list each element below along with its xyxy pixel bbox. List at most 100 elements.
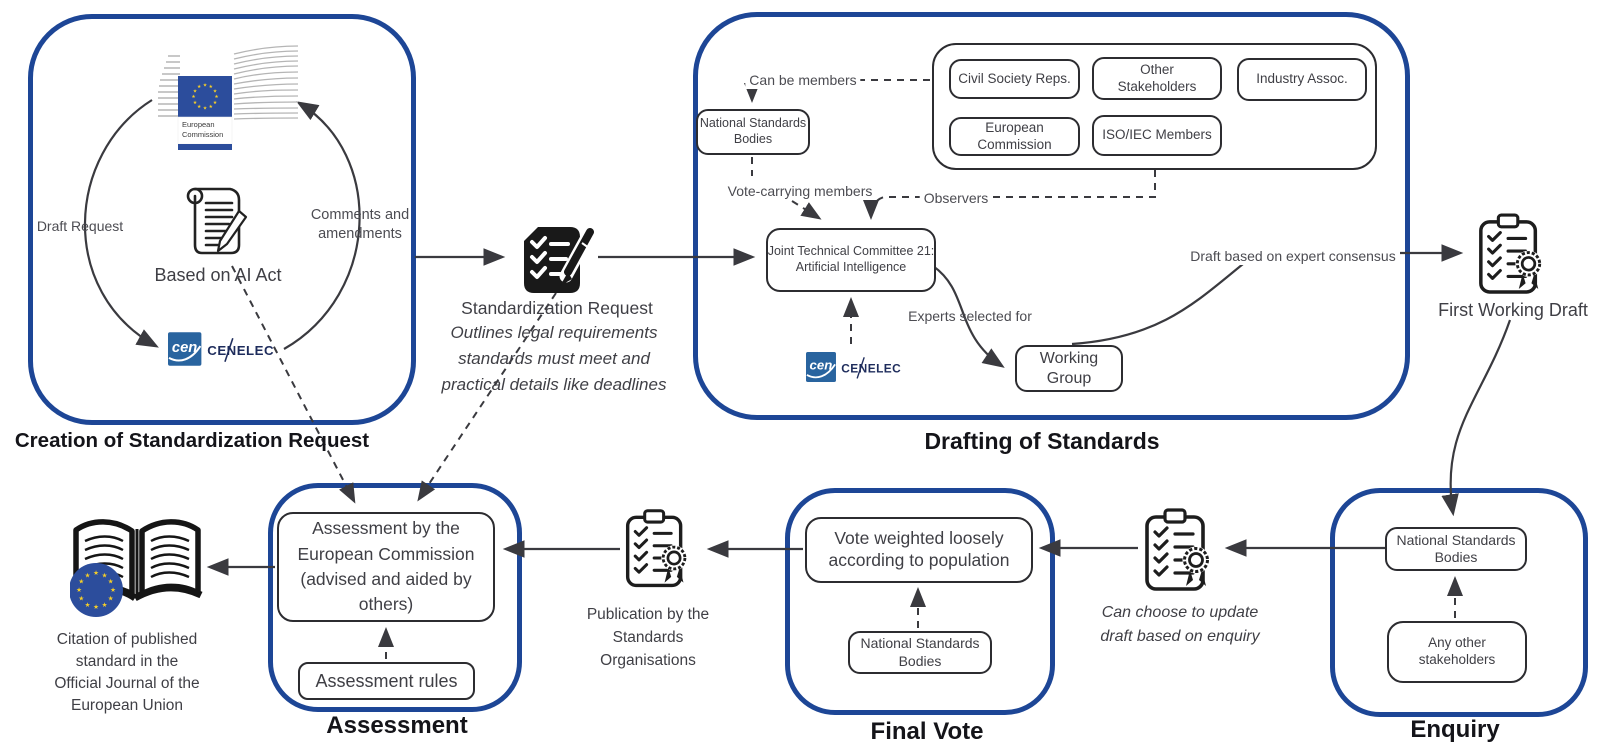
publication-label: Publication by the Standards Organisatio… — [587, 603, 709, 672]
vote-weighted-box: Vote weighted loosely according to popul… — [805, 517, 1033, 583]
svg-text:★: ★ — [78, 595, 84, 603]
note-line: Can choose to update — [1101, 604, 1259, 621]
text-line: Any other — [1428, 635, 1486, 651]
svg-text:★: ★ — [203, 106, 207, 112]
arrow-jtc-to-working-group — [932, 265, 1005, 368]
text-line: Joint Technical Committee 21: — [767, 244, 935, 259]
text-line: National Standards — [699, 116, 807, 131]
svg-text:★: ★ — [93, 603, 99, 611]
stage-final-vote-container — [785, 488, 1055, 715]
standardization-request-label: Standardization Request — [461, 298, 653, 318]
eu-emblem-stars: ★★★ ★★★ ★★★ ★★★ — [76, 569, 116, 611]
dashed-observers-to-jtc — [863, 170, 1156, 220]
open-book-icon: ★★★ ★★★ ★★★ ★★★ — [69, 514, 204, 622]
svg-text:★: ★ — [197, 84, 201, 90]
cen-cenelec-logo: cen CENELEC — [168, 330, 276, 368]
svg-text:★: ★ — [85, 601, 91, 609]
label-line: Publication by the — [586, 606, 710, 623]
jtc21-box: Joint Technical Committee 21: Artificial… — [766, 228, 936, 292]
arrow-ec-to-cen-cycle — [84, 99, 159, 348]
member-group-container: Civil Society Reps. Other Stakeholders I… — [932, 43, 1377, 170]
consensus-label: Draft based on expert consensus — [1186, 247, 1400, 266]
text-line: according to population — [828, 550, 1010, 570]
national-standards-bodies-box-drafting: National Standards Bodies — [696, 109, 810, 155]
svg-text:★: ★ — [213, 100, 217, 106]
observers-label: Observers — [919, 189, 993, 208]
label-line: Citation of published — [56, 631, 198, 648]
cenelec-logo-text: CENELEC — [207, 343, 274, 358]
svg-text:★: ★ — [85, 572, 91, 580]
svg-text:★: ★ — [108, 578, 114, 586]
svg-text:★: ★ — [209, 104, 213, 110]
iso-iec-members-box: ISO/IEC Members — [1092, 115, 1222, 156]
ec-logo-right-lines — [233, 45, 299, 120]
stage-final-vote-title: Final Vote — [870, 718, 984, 745]
text-line: stakeholders — [1418, 652, 1496, 667]
ec-logo-left-lines — [158, 55, 180, 117]
european-commission-box: European Commission — [949, 117, 1080, 156]
svg-text:★: ★ — [203, 83, 207, 89]
citation-label: Citation of published standard in the Of… — [54, 629, 199, 717]
svg-text:★: ★ — [93, 569, 99, 577]
text-line: National Standards — [860, 635, 980, 651]
note-line: practical details like deadlines — [441, 375, 667, 394]
eu-flag-icon — [178, 76, 232, 117]
assessment-rules-box: Assessment rules — [298, 662, 475, 700]
text-line: Other — [1140, 61, 1174, 77]
text-line: European Commission — [297, 543, 475, 564]
label-line: standard in the — [75, 653, 179, 670]
note-line: draft based on enquiry — [1100, 628, 1260, 645]
svg-text:★: ★ — [197, 104, 201, 110]
cen-cenelec-logo-drafting: cen CENELEC — [806, 350, 903, 384]
svg-text:★: ★ — [193, 100, 197, 106]
text-line: Stakeholders — [1117, 78, 1197, 94]
eu-flag-stars: ★★★ ★★★ ★★★ ★★★ — [191, 83, 218, 112]
european-commission-logo: ★★★ ★★★ ★★★ ★★★ European Commission — [138, 42, 304, 152]
text-line: (advised and aided by — [300, 569, 472, 589]
svg-text:★: ★ — [209, 84, 213, 90]
svg-text:★: ★ — [213, 89, 217, 95]
stage-drafting-title: Drafting of Standards — [924, 428, 1160, 454]
svg-text:★: ★ — [76, 586, 82, 594]
working-group-box: Working Group — [1015, 345, 1123, 392]
label-line: Official Journal of the — [54, 675, 200, 692]
cen-logo-text: cen — [810, 358, 833, 373]
arrow-first-draft-to-enquiry — [1441, 319, 1512, 517]
ec-logo-text-line1: European — [182, 120, 215, 129]
svg-text:★: ★ — [102, 572, 108, 580]
national-standards-bodies-box-enquiry: National Standards Bodies — [1385, 527, 1527, 571]
label-line: European Union — [70, 697, 184, 714]
svg-text:★: ★ — [78, 578, 84, 586]
svg-text:★: ★ — [102, 601, 108, 609]
text-line: Commission — [977, 136, 1052, 152]
stage-creation-title: Creation of Standardization Request — [14, 429, 370, 452]
note-line: standards must meet and — [458, 349, 650, 368]
text-line: Assessment by the — [312, 518, 460, 539]
label-line: Standards — [612, 629, 684, 646]
text-line: Vote weighted loosely — [834, 528, 1004, 549]
eu-emblem-icon — [69, 563, 123, 617]
vote-carrying-members-label: Vote-carrying members — [723, 182, 877, 201]
based-on-ai-act-label: Based on AI Act — [154, 265, 282, 285]
draft-request-label: Draft Request — [36, 218, 124, 234]
svg-text:★: ★ — [191, 94, 195, 100]
dashed-aiact-to-assessment — [231, 265, 356, 504]
scroll-pen-icon — [183, 186, 249, 262]
update-draft-icon — [1140, 508, 1216, 594]
first-working-draft-label: First Working Draft — [1438, 300, 1588, 320]
text-line: European — [985, 119, 1044, 135]
publication-icon — [622, 506, 692, 593]
text-line: Bodies — [1434, 549, 1478, 565]
industry-assoc-box: Industry Assoc. — [1237, 58, 1367, 101]
dashed-request-to-assessment — [417, 292, 557, 502]
svg-text:★: ★ — [214, 94, 218, 100]
cenelec-logo-text: CENELEC — [841, 361, 901, 375]
can-be-members-label: Can be members — [745, 71, 861, 90]
svg-text:★: ★ — [108, 595, 114, 603]
label-line: amendments — [318, 225, 402, 242]
label-line: Comments and — [310, 207, 410, 223]
text-line: National Standards — [1396, 531, 1516, 548]
ec-logo-text-line2: Commission — [182, 130, 223, 139]
line-working-group-to-consensus-label — [1071, 263, 1244, 346]
